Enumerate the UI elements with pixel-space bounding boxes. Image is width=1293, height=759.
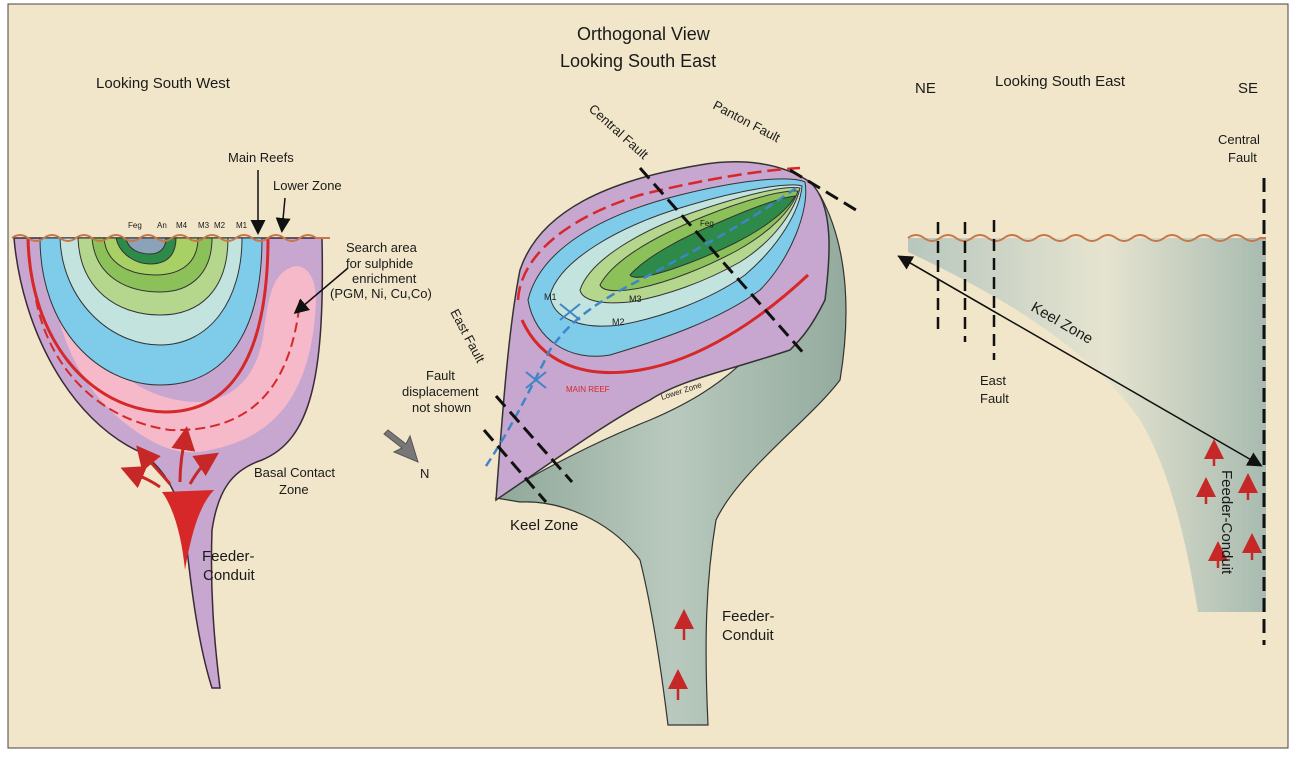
center-m2-label: M2 [612, 317, 625, 327]
right-se-label: SE [1238, 80, 1258, 97]
left-title: Looking South West [96, 75, 231, 92]
fault-displacement-line-1: Fault [426, 368, 455, 383]
fault-displacement-line-2: displacement [402, 384, 479, 399]
left-feeder-line-1: Feeder- [202, 548, 255, 565]
center-title-line-2: Looking South East [560, 51, 716, 71]
north-label: N [420, 466, 429, 481]
center-feeder-line-1: Feeder- [722, 608, 775, 625]
left-basal-line-2: Zone [279, 482, 309, 497]
center-m3-label: M3 [629, 294, 642, 304]
left-search-line-3: enrichment [352, 271, 417, 286]
left-zone-m1: M1 [236, 221, 248, 230]
left-zone-m3: M3 [198, 221, 210, 230]
center-feg-label: Feg [700, 219, 714, 228]
right-title: Looking South East [995, 73, 1126, 90]
left-lower-zone-label: Lower Zone [273, 178, 342, 193]
left-zone-feg: Feg [128, 221, 142, 230]
left-search-line-4: (PGM, Ni, Cu,Co) [330, 286, 432, 301]
left-zone-an: An [157, 221, 167, 230]
left-feeder-line-2: Conduit [203, 567, 256, 584]
center-m1-label: M1 [544, 292, 557, 302]
left-zone-m2: M2 [214, 221, 226, 230]
center-feeder-line-2: Conduit [722, 627, 775, 644]
right-east-fault-line-2: Fault [980, 391, 1009, 406]
center-title-line-1: Orthogonal View [577, 24, 711, 44]
left-zone-m4: M4 [176, 221, 188, 230]
center-keel-zone-label: Keel Zone [510, 517, 578, 534]
left-search-line-1: Search area [346, 240, 418, 255]
left-basal-line-1: Basal Contact [254, 465, 335, 480]
left-search-line-2: for sulphide [346, 256, 413, 271]
right-feeder-label: Feeder-Conduit [1218, 470, 1235, 575]
fault-displacement-line-3: not shown [412, 400, 471, 415]
right-central-fault-line-2: Fault [1228, 150, 1257, 165]
center-main-reef-label: MAIN REEF [566, 385, 610, 394]
left-main-reefs-label: Main Reefs [228, 150, 294, 165]
right-ne-label: NE [915, 80, 936, 97]
right-central-fault-line-1: Central [1218, 132, 1260, 147]
right-east-fault-line-1: East [980, 373, 1006, 388]
